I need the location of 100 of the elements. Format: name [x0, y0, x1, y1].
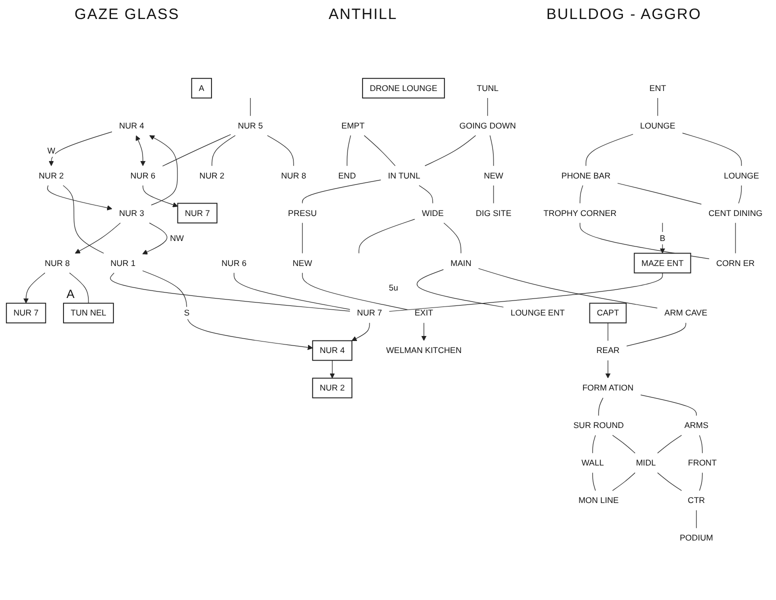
- node-box: NUR 7: [6, 302, 46, 324]
- connector: [110, 272, 350, 312]
- connector: [657, 434, 682, 454]
- node-text: SUR ROUND: [573, 420, 624, 430]
- connector: [388, 272, 663, 312]
- node-text: LOUNGE: [724, 170, 760, 180]
- connector: [735, 222, 736, 254]
- connector: [69, 272, 89, 304]
- node-note: A: [66, 288, 74, 302]
- node-text: FORM ATION: [582, 382, 634, 392]
- node-box: NUR 2: [312, 378, 352, 398]
- arrow: [605, 360, 611, 378]
- edge-label: 5u: [388, 282, 398, 292]
- connector: [302, 222, 303, 254]
- connector: [234, 272, 350, 310]
- connector: [250, 98, 251, 116]
- node-text: NUR 5: [238, 120, 263, 130]
- arrow: [352, 322, 370, 341]
- node-box: NUR 4: [312, 340, 352, 361]
- connector: [592, 434, 596, 454]
- edge-label: S: [184, 308, 190, 318]
- node-text: NUR 6: [130, 170, 156, 180]
- arrow: [330, 360, 335, 378]
- connector: [580, 185, 584, 204]
- node-text: TROPHY CORNER: [544, 208, 616, 218]
- arrow: [23, 272, 46, 304]
- connector: [592, 472, 596, 491]
- node-box: CAPT: [589, 302, 627, 324]
- arrow: [47, 185, 112, 210]
- node-text: NUR 2: [199, 170, 224, 180]
- node-text: GOING DOWN: [459, 120, 516, 130]
- arrow: [48, 131, 112, 166]
- node-text: CTR: [688, 495, 705, 505]
- connector: [738, 185, 742, 204]
- connector: [358, 218, 416, 254]
- arrow: [142, 222, 168, 254]
- connector: [302, 180, 382, 204]
- connector: [696, 510, 697, 528]
- node-text: CORN ER: [716, 258, 755, 268]
- node-text: PHONE BAR: [561, 170, 610, 180]
- node-box: DRONE LOUNGE: [362, 78, 445, 98]
- edge-label: W: [47, 146, 56, 156]
- node-text: NUR 6: [222, 258, 247, 268]
- connector: [586, 134, 634, 166]
- connector: [598, 397, 604, 416]
- section-heading: ANTHILL: [328, 6, 398, 22]
- connector: [212, 135, 236, 166]
- node-text: ARM CAVE: [664, 308, 708, 318]
- edge-label: B: [660, 232, 666, 242]
- connector: [657, 98, 658, 116]
- connector: [487, 98, 488, 116]
- node-text: DIG SITE: [476, 208, 512, 218]
- node-text: EMPT: [341, 120, 365, 130]
- node-text: NUR 1: [110, 258, 136, 268]
- node-text: WIDE: [422, 208, 444, 218]
- connector: [490, 135, 494, 166]
- node-text: FRONT: [688, 458, 717, 468]
- node-text: CENT DINING: [708, 208, 762, 218]
- node-text: MAIN: [450, 258, 472, 268]
- node-box: A: [191, 78, 212, 98]
- section-heading: BULLDOG - AGGRO: [546, 6, 702, 22]
- connector: [699, 472, 703, 491]
- connector: [162, 134, 232, 166]
- arrow: [142, 270, 313, 350]
- connector: [657, 472, 682, 491]
- connector: [364, 135, 396, 166]
- arrow: [75, 222, 121, 254]
- arrow: [136, 135, 146, 166]
- connector: [478, 268, 658, 308]
- node-text: PODIUM: [680, 532, 714, 542]
- node-box: MAZE ENT: [634, 252, 692, 274]
- connector: [699, 434, 703, 454]
- node-text: NUR 4: [119, 120, 144, 130]
- connector: [617, 182, 702, 204]
- node-text: ENT: [649, 83, 666, 93]
- node-text: MON LINE: [578, 495, 619, 505]
- node-text: END: [338, 170, 356, 180]
- connector: [302, 272, 408, 310]
- node-box: NUR 7: [177, 202, 218, 224]
- node-text: NUR 8: [281, 170, 306, 180]
- node-text: REAR: [596, 345, 620, 355]
- connector: [418, 185, 434, 204]
- connector: [612, 434, 636, 454]
- connector: [267, 135, 294, 166]
- node-text: TUNL: [476, 83, 498, 93]
- arrow: [149, 135, 178, 206]
- connector: [346, 135, 351, 166]
- section-heading: GAZE GLASS: [74, 6, 180, 22]
- node-text: WELMAN KITCHEN: [386, 345, 462, 355]
- connector: [424, 135, 476, 166]
- node-text: EXIT: [414, 308, 434, 318]
- connector: [682, 132, 742, 166]
- arrow: [660, 222, 666, 254]
- connector: [640, 394, 697, 416]
- node-box: TUN NEL: [63, 302, 114, 324]
- connector: [62, 185, 104, 254]
- node-text: NEW: [292, 258, 312, 268]
- node-text: NUR 8: [44, 258, 70, 268]
- node-text: NUR 3: [119, 208, 144, 218]
- node-text: NUR 7: [357, 308, 382, 318]
